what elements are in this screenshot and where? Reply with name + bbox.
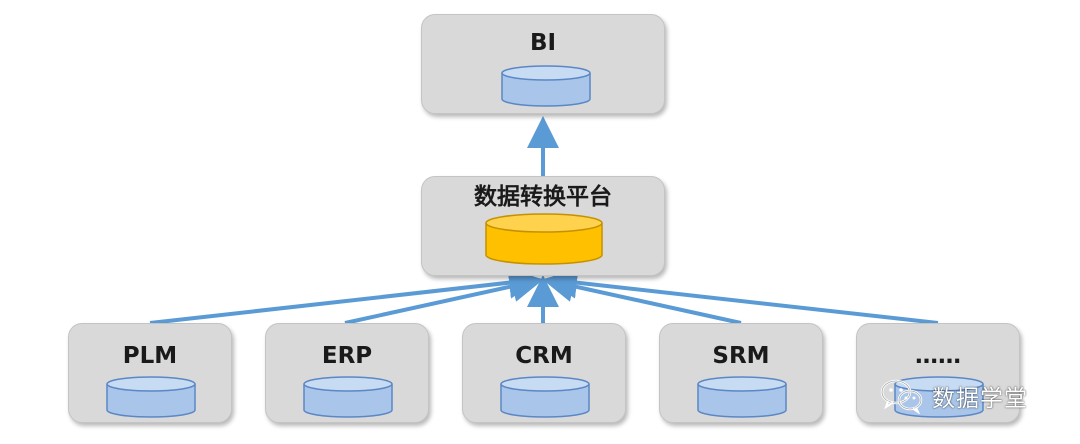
database-icon (485, 213, 603, 265)
wechat-icon (880, 379, 923, 414)
database-icon (303, 376, 393, 418)
source-label: CRM (515, 343, 573, 369)
watermark: 数据学堂 (880, 376, 1070, 416)
source-label: PLM (122, 343, 178, 369)
source-node-srm: SRM (659, 323, 823, 423)
platform-label: 数据转换平台 (474, 184, 612, 210)
database-icon (501, 65, 591, 107)
arrow-plm-to-platform (149, 266, 541, 325)
watermark-text: 数据学堂 (932, 386, 1028, 412)
source-label: …… (915, 343, 961, 369)
source-label: ERP (321, 343, 373, 369)
database-icon (697, 376, 787, 418)
source-node-plm: PLM (68, 323, 232, 423)
database-icon (106, 376, 196, 418)
arrow-srm-to-platform (542, 270, 742, 325)
bi-label: BI (529, 30, 557, 56)
platform-node: 数据转换平台 (421, 176, 665, 276)
source-label: SRM (712, 343, 770, 369)
arrow-erp-to-platform (344, 270, 544, 325)
database-icon (500, 376, 590, 418)
arrow-more-to-platform (545, 266, 939, 325)
source-node-crm: CRM (462, 323, 626, 423)
source-node-erp: ERP (265, 323, 429, 423)
bi-node: BI (421, 14, 665, 114)
